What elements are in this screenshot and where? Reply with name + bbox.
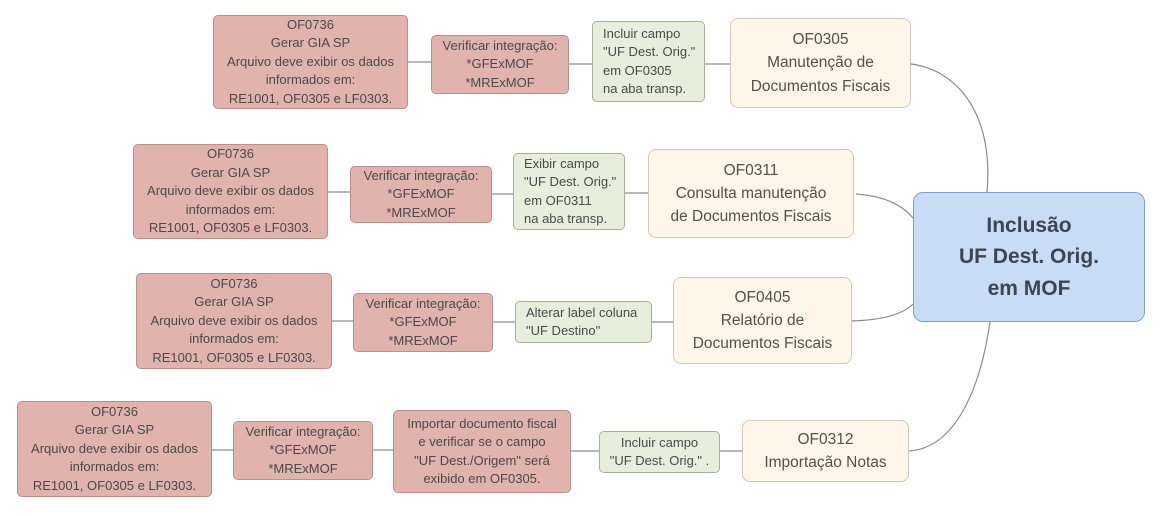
connector-r1-d-root [910, 63, 989, 193]
node-text: OF0312 Importação Notas [764, 430, 887, 471]
node-text: Importar documento fiscal e verificar se… [407, 415, 557, 486]
node-text: Alterar label coluna "UF Destino" [526, 304, 638, 338]
node-text: Incluir campo "UF Dest. Orig." em OF0305… [603, 25, 696, 96]
node-of0736-gerar-gia-sp-row1[interactable]: OF0736 Gerar GIA SP Arquivo deve exibir … [213, 15, 408, 109]
node-text: OF0311 Consulta manutenção de Documentos… [670, 161, 832, 226]
connector-r3-d-root [851, 303, 914, 322]
node-of0736-gerar-gia-sp-row2[interactable]: OF0736 Gerar GIA SP Arquivo deve exibir … [133, 144, 328, 239]
connector-r4-e-root [908, 321, 991, 452]
node-of0405-relatorio-documentos-fiscais[interactable]: OF0405 Relatório de Documentos Fiscais [673, 277, 852, 364]
node-verificar-integracao-row3[interactable]: Verificar integração: *GFExMOF *MRExMOF [353, 293, 493, 352]
node-text: OF0736 Gerar GIA SP Arquivo deve exibir … [147, 146, 314, 236]
node-exibir-campo-of0311[interactable]: Exibir campo "UF Dest. Orig." em OF0311 … [513, 153, 625, 230]
connector-r2-d-root [855, 193, 914, 219]
node-root-inclusao-uf-dest-orig-em-mof[interactable]: Inclusão UF Dest. Orig. em MOF [913, 192, 1145, 322]
node-of0736-gerar-gia-sp-row3[interactable]: OF0736 Gerar GIA SP Arquivo deve exibir … [136, 273, 332, 369]
node-text: OF0736 Gerar GIA SP Arquivo deve exibir … [150, 275, 318, 365]
node-of0311-consulta-manutencao[interactable]: OF0311 Consulta manutenção de Documentos… [648, 149, 854, 238]
node-verificar-integracao-row1[interactable]: Verificar integração: *GFExMOF *MRExMOF [431, 35, 569, 94]
node-of0312-importacao-notas[interactable]: OF0312 Importação Notas [742, 420, 909, 482]
node-text: Verificar integração: *GFExMOF *MRExMOF [365, 295, 481, 348]
node-verificar-integracao-row2[interactable]: Verificar integração: *GFExMOF *MRExMOF [350, 166, 492, 223]
node-of0736-gerar-gia-sp-row4[interactable]: OF0736 Gerar GIA SP Arquivo deve exibir … [17, 401, 212, 497]
node-text: OF0405 Relatório de Documentos Fiscais [692, 288, 833, 353]
node-text: Verificar integração: *GFExMOF *MRExMOF [442, 37, 558, 90]
node-text: OF0736 Gerar GIA SP Arquivo deve exibir … [227, 16, 394, 106]
node-of0305-manutencao-documentos-fiscais[interactable]: OF0305 Manutenção de Documentos Fiscais [730, 18, 911, 108]
node-text: OF0305 Manutenção de Documentos Fiscais [750, 31, 891, 95]
node-importar-documento-fiscal[interactable]: Importar documento fiscal e verificar se… [393, 410, 571, 493]
node-alterar-label-coluna-uf-destino[interactable]: Alterar label coluna "UF Destino" [515, 301, 652, 343]
node-verificar-integracao-row4[interactable]: Verificar integração: *GFExMOF *MRExMOF [233, 421, 373, 480]
node-incluir-campo-of0305[interactable]: Incluir campo "UF Dest. Orig." em OF0305… [592, 21, 705, 102]
node-text: Incluir campo "UF Dest. Orig." . [609, 434, 710, 468]
node-text: Exibir campo "UF Dest. Orig." em OF0311 … [524, 155, 617, 226]
node-text: OF0736 Gerar GIA SP Arquivo deve exibir … [31, 403, 198, 493]
node-text: Verificar integração: *GFExMOF *MRExMOF [363, 167, 479, 220]
node-incluir-campo-uf-dest-orig[interactable]: Incluir campo "UF Dest. Orig." . [599, 431, 720, 473]
node-text: Verificar integração: *GFExMOF *MRExMOF [245, 423, 361, 476]
node-text: Inclusão UF Dest. Orig. em MOF [958, 213, 1100, 300]
